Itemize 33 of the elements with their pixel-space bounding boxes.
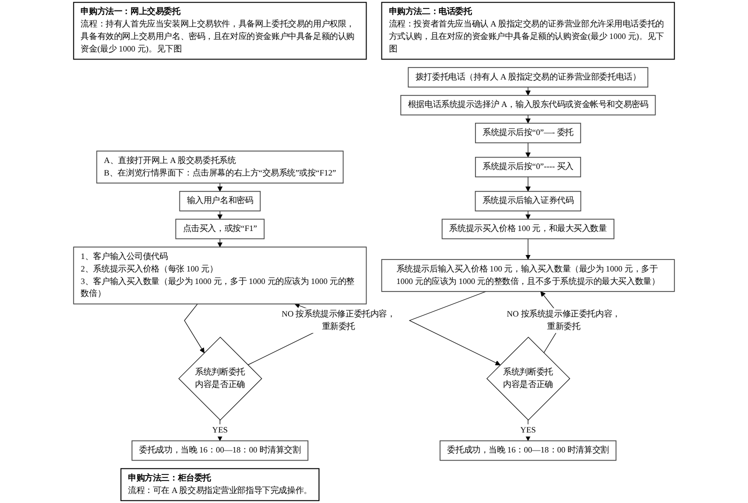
node-box: 系统提示买入价格 100 元，和最大买入数量 — [442, 218, 614, 240]
node-box: 拨打委托电话（持有人 A 股指定交易的证券营业部委托电话） — [408, 67, 648, 88]
node-box: 申购方法一：网上交易委托 流程：持有人首先应当安装网上交易软件，具备网上委托交易的用户权限，具备有效的网上交易用户名、密码，且在对应的资金账户中具备足额的认购资金(最少 1000 元)。见下图 — [73, 2, 367, 60]
arrow — [217, 238, 223, 248]
node-box: 根据电话系统提示选择沪 A，输入股东代码或资金帐号和交易密码 — [400, 94, 656, 116]
arrow — [525, 142, 531, 158]
edge-label: YES — [520, 426, 536, 435]
arrow — [525, 86, 531, 96]
node-box: 委托成功，当晚 16：00—18：00 时清算交割 — [132, 440, 308, 461]
node-box: 系统提示后按“0”---- 买入 — [475, 156, 582, 178]
node-box: 申购方法二：电话委托 流程：投资者首先应当确认 A 股指定交易的证券营业部允许采用电话委托的方式认购，且在对应的资金账户中具备足额的认购资金(最少 1000 元)。见下图 — [381, 2, 675, 60]
arrow — [525, 176, 531, 192]
arrow — [217, 182, 223, 192]
node-box: 系统提示后输入买入价格 100 元，输入买入数量（最少为 1000 元，多于 1000 元的应该为 1000 元的整数倍，且不多于系统提示的最大买入数量） — [381, 259, 675, 292]
node-box: 系统提示后按“0”—- 委托 — [475, 122, 582, 144]
node-diamond: 系统判断委托内容是否正确 — [486, 336, 570, 420]
node-box: 点击买入，或按“F1” — [175, 218, 265, 240]
edge-label: NO 按系统提示修正委托内容，重新委托 — [282, 310, 396, 332]
node-box: 委托成功，当晚 16：00—18：00 时清算交割 — [440, 440, 616, 461]
arrow — [217, 210, 223, 220]
node-box: 1、客户输入公司债代码 2、系统提示买入价格（每张 100 元） 3、客户输入买入数量（最少为 1000 元，多于 1000 元的应该为 1000 元的整数倍） — [73, 246, 367, 304]
arrow — [408, 291, 500, 366]
arrow — [525, 238, 531, 260]
edge-label: NO 按系统提示修正委托内容，重新委托 — [506, 310, 620, 332]
edge-label: YES — [212, 426, 228, 435]
arrow — [184, 304, 204, 354]
node-diamond: 系统判断委托内容是否正确 — [178, 336, 262, 420]
node-box: 输入用户名和密码 — [179, 190, 261, 212]
node-box: 系统提示后输入证券代码 — [474, 190, 582, 212]
arrow — [525, 210, 531, 220]
node-box: 申购方法三：柜台委托 流程：可在 A 股交易指定营业部指导下完成操作。 — [120, 468, 320, 502]
node-box: A、直接打开网上 A 股交易委托系统 B、在浏览行情界面下：点击屏幕的右上方“交易系统”或按“F12” — [96, 150, 344, 184]
arrow — [525, 114, 531, 124]
